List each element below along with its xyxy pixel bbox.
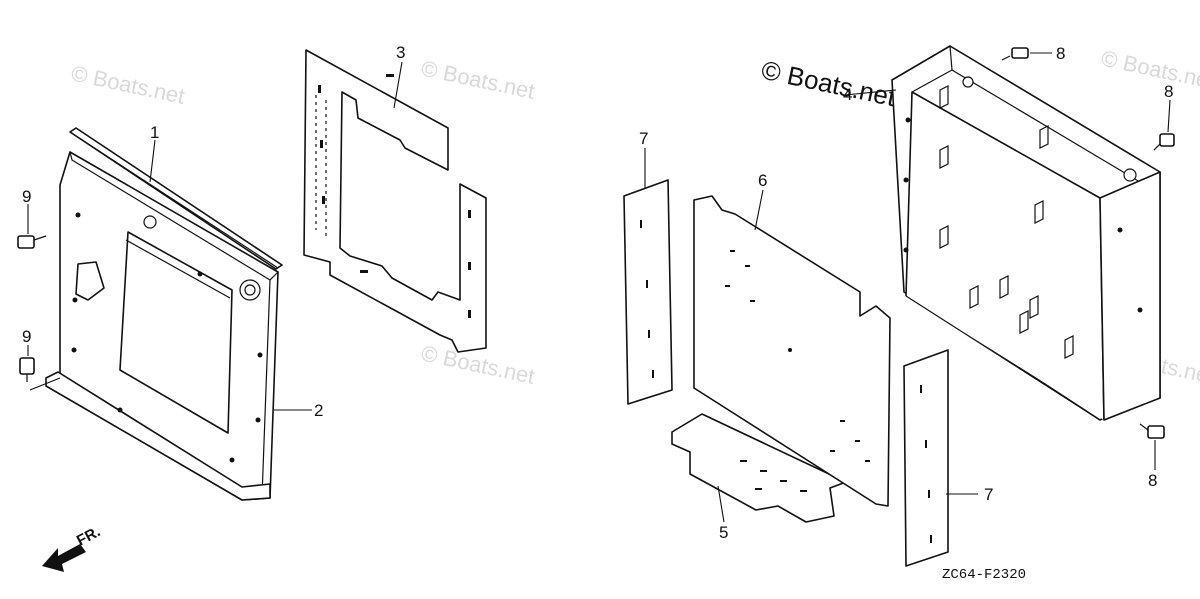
part-7-strip-left [623,179,673,405]
watermark-2: © Boats.net [419,55,537,103]
callout-9-lower: 9 [22,327,31,346]
part-9-bolt-lower [19,357,35,382]
watermark-main: © Boats.net [759,55,899,113]
part-1-seal-strip [69,127,283,270]
diagram-code: ZC64-F2320 [942,567,1026,583]
part-8-bolt-top [1001,47,1029,61]
part-3-gasket [303,49,487,353]
callout-7-left: 7 [639,129,648,148]
callout-8-right: 8 [1164,82,1173,101]
callout-2: 2 [314,401,323,420]
callout-8-top: 8 [1056,44,1065,63]
callout-7-right: 7 [984,485,993,504]
callout-1: 1 [150,123,159,142]
part-4-housing-box [891,45,1161,421]
watermark-6: © Boats.net [1099,45,1200,93]
part-8-bolt-right [1153,133,1175,151]
callout-6: 6 [758,171,767,190]
part-9-bolt-upper [17,235,47,249]
part-6-rear-panel [693,195,891,507]
part-7-strip-right [903,349,949,567]
callout-4: 4 [843,85,852,104]
part-5-bottom-plate [671,413,847,523]
leader-lines [27,52,1171,523]
callout-3: 3 [396,43,405,62]
watermark-1: © Boats.net [69,60,187,108]
callout-8-bottom: 8 [1148,471,1157,490]
part-2-front-panel [45,151,279,501]
callout-labels: 1 2 3 4 5 6 7 7 8 8 8 9 9 [22,43,1173,542]
callout-9-upper: 9 [22,187,31,206]
callout-5: 5 [719,523,728,542]
direction-arrow-icon [42,544,86,572]
part-8-bolt-bottom [1139,423,1165,439]
front-direction-indicator: FR. [42,523,103,572]
